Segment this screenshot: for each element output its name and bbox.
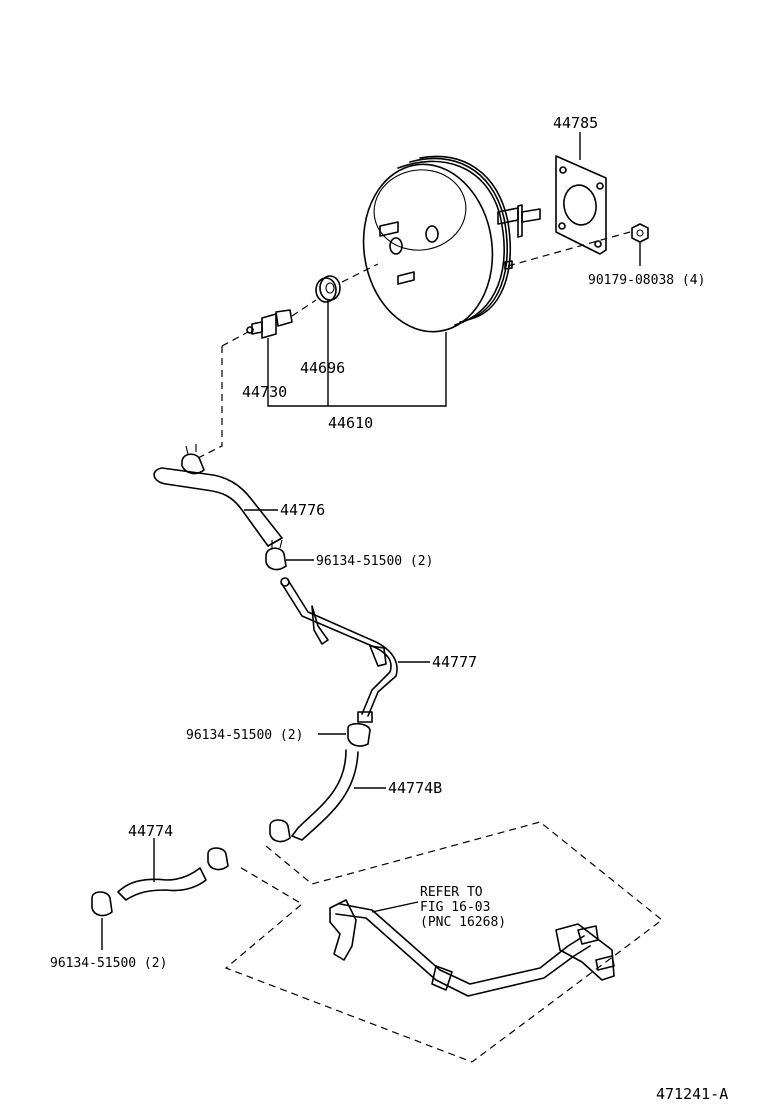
- hose-44774: [117, 867, 207, 901]
- label-hose-mid: 44774B: [388, 779, 442, 797]
- clamp-top: [181, 444, 205, 475]
- leader-44610: [267, 332, 447, 407]
- label-booster: 44610: [328, 414, 373, 432]
- label-hose-upper: 44776: [280, 501, 325, 519]
- clamp-lower-left: [91, 891, 113, 917]
- nut-90179: [631, 223, 649, 243]
- leader-refer: [371, 901, 419, 913]
- check-valve-44730: [246, 309, 293, 339]
- refer-line-1: REFER TO: [420, 885, 483, 900]
- label-gasket: 44785: [553, 114, 598, 132]
- hose-44774b: [291, 749, 359, 841]
- clamp-lower-right: [207, 847, 229, 871]
- pipe-44777: [280, 577, 398, 723]
- reference-box: [224, 821, 663, 1063]
- grommet-44696: [315, 275, 341, 303]
- clamp-mid-lower: [269, 819, 291, 843]
- label-check-valve: 44730: [242, 383, 287, 401]
- clamp-upper: [265, 539, 287, 571]
- gasket-44785: [555, 155, 607, 255]
- label-clamp-mid: 96134-51500 (2): [186, 728, 303, 743]
- reference-pipe: [329, 899, 615, 997]
- label-pipe: 44777: [432, 653, 477, 671]
- diagram-id: 471241-A: [656, 1085, 728, 1103]
- label-grommet: 44696: [300, 359, 345, 377]
- refer-line-2: FIG 16-03: [420, 900, 490, 915]
- brake-booster-body: [362, 155, 541, 333]
- clamp-mid: [347, 722, 371, 747]
- refer-line-3: (PNC 16268): [420, 915, 506, 930]
- label-hose-lower: 44774: [128, 822, 173, 840]
- label-clamp-upper: 96134-51500 (2): [316, 554, 433, 569]
- hose-44776: [153, 467, 283, 547]
- label-nut: 90179-08038 (4): [588, 273, 705, 288]
- label-clamp-lower: 96134-51500 (2): [50, 956, 167, 971]
